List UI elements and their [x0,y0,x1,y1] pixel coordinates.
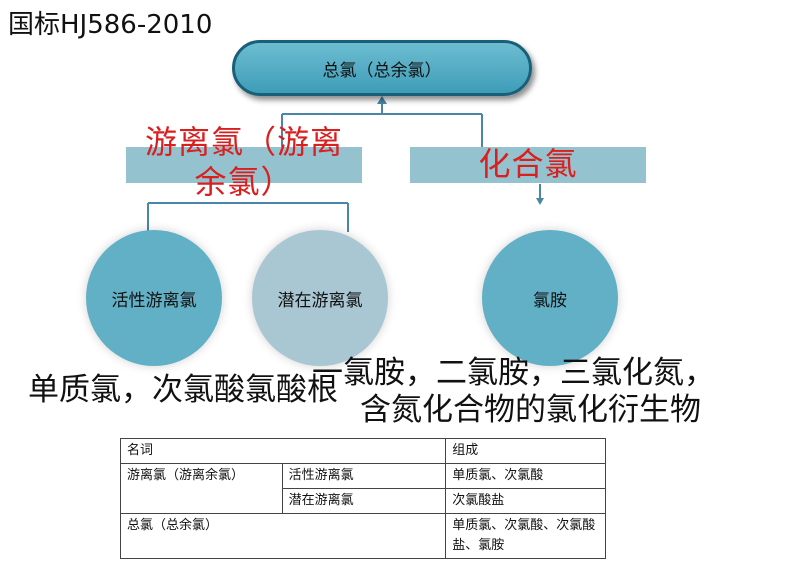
table-cell-active-comp: 单质氯、次氯酸 [445,463,606,489]
free-chlorine-label-line2: 余氯） [194,163,294,201]
potential-free-chlorine-label: 潜在游离氯 [277,290,363,311]
combined-description-line1: 一氯胺，二氯胺，三氯化氮， [312,355,715,391]
arrow-up-icon [377,96,387,104]
table-cell-active-free: 活性游离氯 [281,463,447,489]
free-description: 单质氯，次氯酸氯酸根 [28,372,338,408]
chloramine-node: 氯胺 [482,230,618,366]
table-row: 游离氯（游离余氯） 活性游离氯 单质氯、次氯酸 [120,463,606,514]
composition-table: 名词 组成 游离氯（游离余氯） 活性游离氯 单质氯、次氯酸 潜在游离氯 次氯酸盐… [119,438,606,559]
free-chlorine-label-line1: 游离氯（游离 [144,123,343,161]
table-header-name: 名词 [119,438,447,464]
potential-free-chlorine-node: 潜在游离氯 [252,230,388,366]
free-chlorine-label: 游离氯（游离 余氯） [126,122,362,202]
chloramine-label: 氯胺 [533,290,567,311]
table-row: 潜在游离氯 次氯酸盐 [121,488,606,514]
free-chlorine-band [126,147,362,183]
active-free-chlorine-label: 活性游离氯 [111,290,197,311]
combined-chlorine-band [410,147,646,183]
table-cell-total-chlorine: 总氯（总余氯） [119,513,447,559]
table-row: 名词 组成 [119,438,606,464]
table-header-composition: 组成 [445,438,606,464]
combined-chlorine-label: 化合氯 [478,145,578,183]
combined-description-line2: 含氮化合物的氯化衍生物 [360,392,701,428]
arrow-down-icon [536,198,544,205]
table-cell-potential-comp: 次氯酸盐 [445,488,606,514]
table-cell-free-chlorine: 游离氯（游离余氯） [120,463,283,514]
total-chlorine-node: 总氯（总余氯） [232,40,532,96]
total-chlorine-label: 总氯（总余氯） [322,60,442,81]
table-cell-total-comp: 单质氯、次氯酸、次氯酸盐、氯胺 [445,513,606,559]
table-cell-potential-free: 潜在游离氯 [281,488,447,514]
active-free-chlorine-node: 活性游离氯 [86,230,222,366]
standard-title: 国标HJ586-2010 [8,10,213,40]
table-row: 总氯（总余氯） 单质氯、次氯酸、次氯酸盐、氯胺 [119,513,606,559]
